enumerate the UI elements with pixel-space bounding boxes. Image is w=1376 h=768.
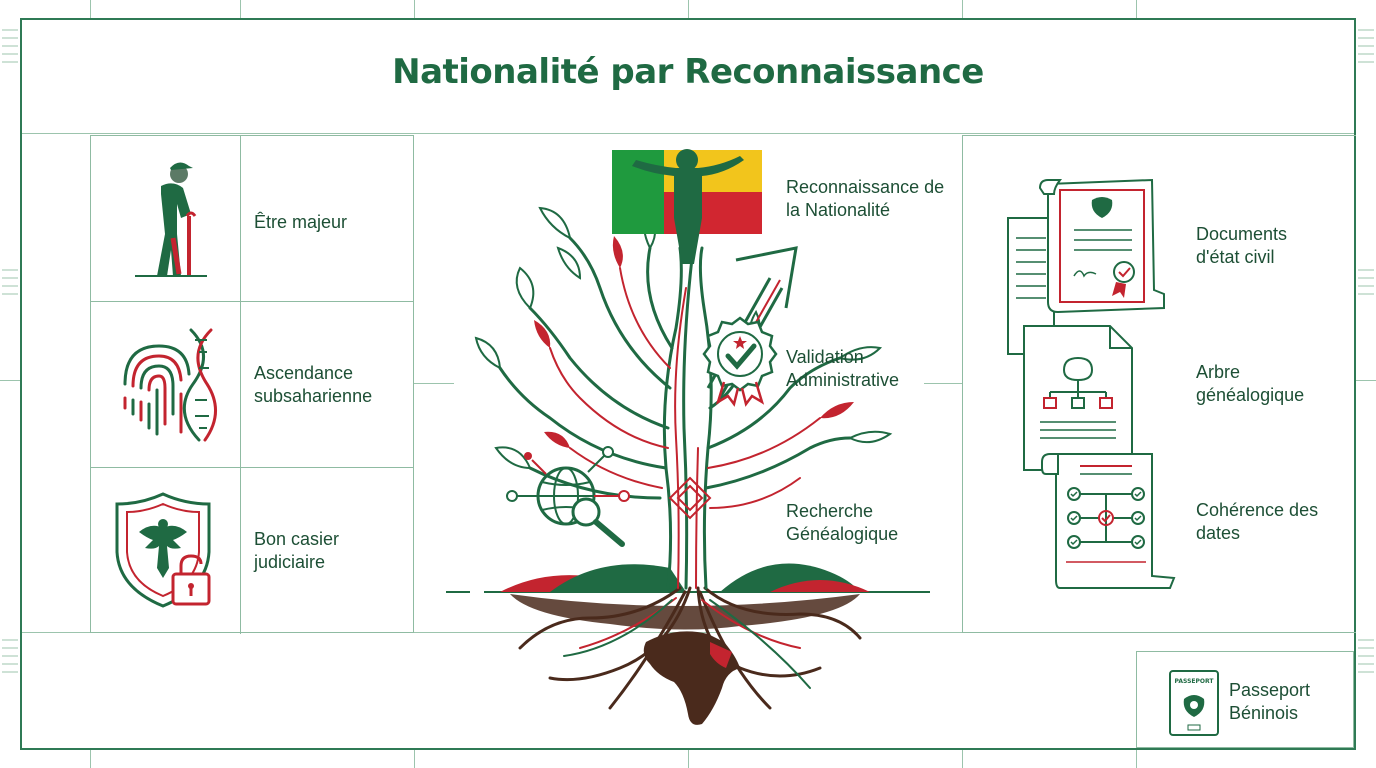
elderly-person-icon [135, 162, 207, 277]
rule-top-margin-5 [962, 0, 963, 18]
right-margin-hatch [1358, 29, 1374, 673]
frame-right [1354, 18, 1356, 750]
condition-icon-cell [91, 302, 241, 467]
globe-magnifier-icon [506, 446, 630, 547]
person-flag-icon [612, 149, 762, 264]
document-label-arbre: Arbre généalogique [1196, 362, 1305, 405]
passport-label: Passeport Béninois [1229, 680, 1311, 723]
passport-box [1136, 651, 1354, 748]
condition-row-ascendance: Ascendance subsaharienne [91, 302, 413, 468]
condition-row-casier: Bon casier judiciaire [91, 468, 413, 634]
connector-left [414, 383, 454, 384]
rule-top-margin-3 [414, 0, 415, 18]
rule-left-margin [0, 380, 20, 381]
tree-illustration [446, 205, 930, 725]
family-tree-document-icon [1023, 325, 1133, 471]
process-label-validation: Validation Administrative [786, 347, 900, 390]
rule-top-margin-4 [688, 0, 689, 18]
connector-right [924, 383, 962, 384]
rule-upper [22, 133, 1354, 134]
frame-left [20, 18, 22, 750]
seal-check-icon [702, 316, 778, 407]
condition-icon-cell [91, 468, 241, 634]
condition-label: Être majeur [254, 212, 348, 232]
documents-panel [962, 135, 1356, 633]
certificate-icon [1007, 178, 1165, 355]
rule-top-margin-6 [1136, 0, 1137, 18]
document-label-dates: Cohérence des dates [1196, 500, 1319, 543]
condition-label: Bon casier judiciaire [254, 529, 340, 572]
page-title: Nationalité par Reconnaissance [392, 52, 984, 92]
process-label-reconnaissance: Reconnaissance de la Nationalité [786, 177, 945, 220]
frame-top [22, 18, 1354, 20]
rule-bottom-margin-3 [688, 750, 689, 768]
rule-top-margin-2 [240, 0, 241, 18]
rule-bottom-margin-4 [962, 750, 963, 768]
condition-row-majeur: Être majeur [91, 136, 413, 302]
document-label-etat-civil: Documents d'état civil [1196, 224, 1288, 267]
fingerprint-dna-icon [123, 328, 217, 442]
rule-bottom-margin-5 [1136, 750, 1137, 768]
process-label-recherche: Recherche Généalogique [786, 501, 899, 544]
rule-bottom-margin-1 [90, 750, 91, 768]
rule-bottom-margin-2 [414, 750, 415, 768]
condition-label: Ascendance subsaharienne [254, 363, 373, 406]
conditions-panel: Être majeur [90, 135, 414, 634]
condition-icon-cell [91, 136, 241, 301]
rule-right-margin [1356, 380, 1376, 381]
left-margin-hatch [2, 29, 18, 673]
checklist-scroll-icon [1041, 453, 1176, 589]
shield-eagle-lock-icon [115, 492, 211, 608]
rule-top-margin-1 [90, 0, 91, 18]
passport-cover-text: PASSEPORT [1175, 678, 1215, 685]
passport-icon: PASSEPORT [1169, 670, 1219, 736]
frame-bottom [22, 748, 1354, 750]
